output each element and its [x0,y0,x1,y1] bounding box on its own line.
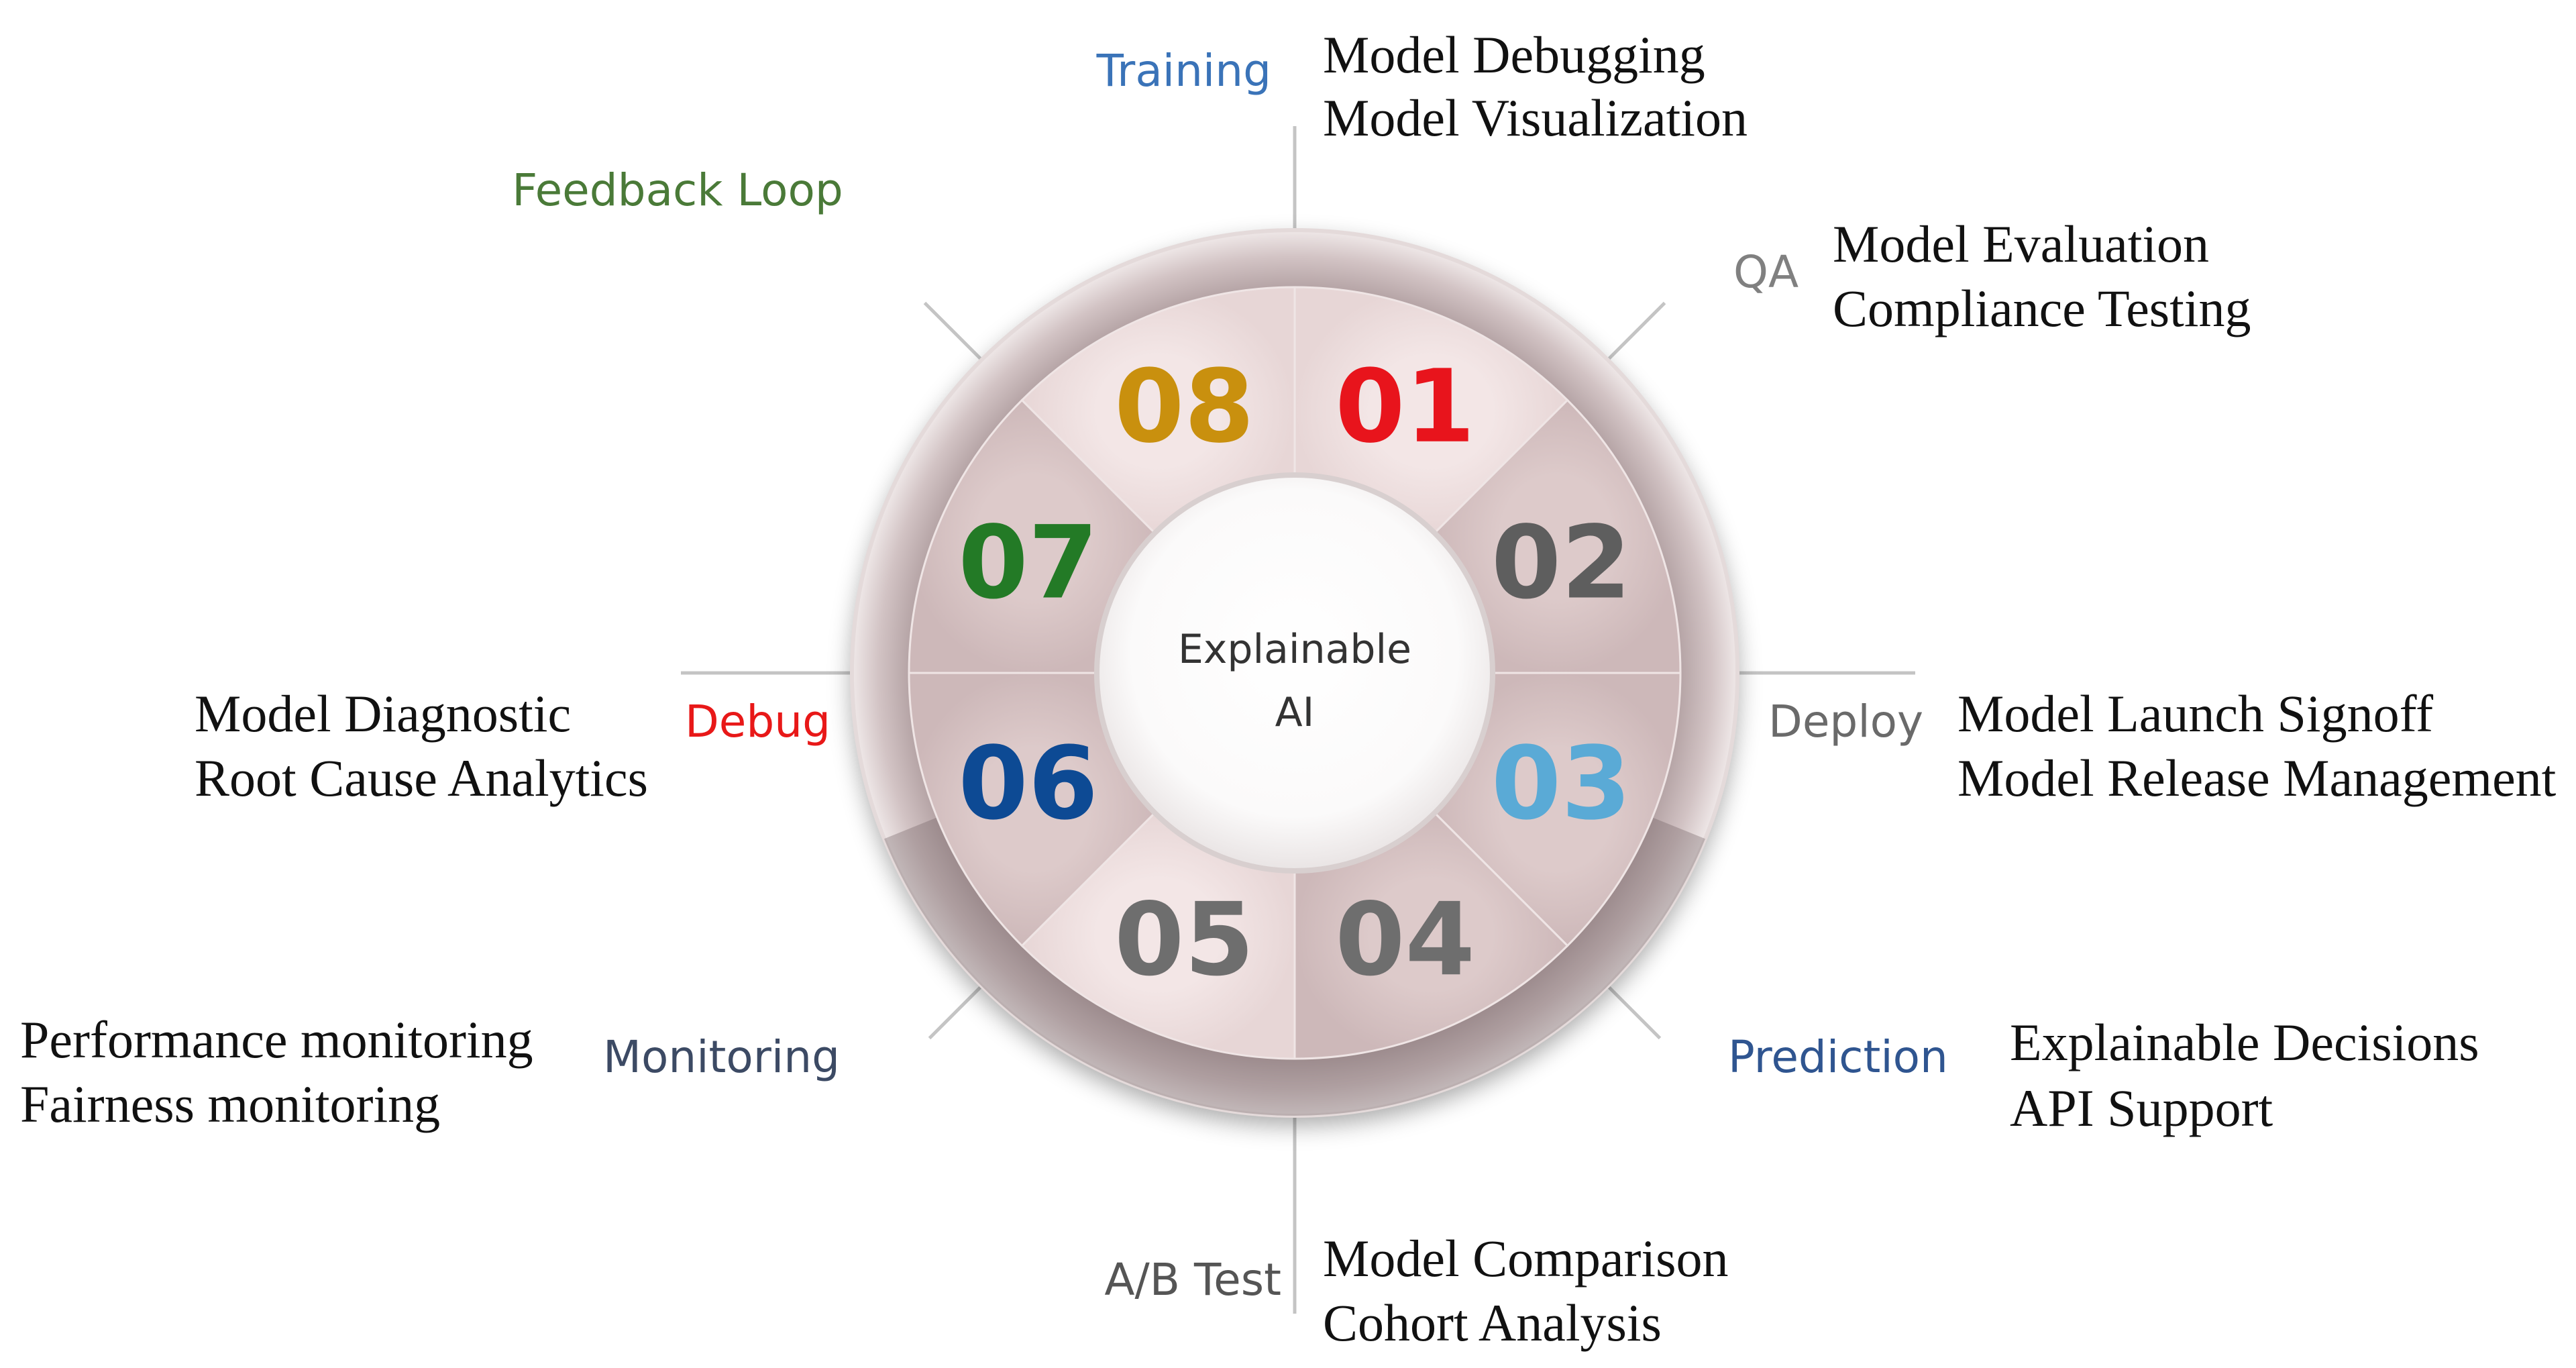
stage-label-prediction: Prediction [1728,1031,1948,1083]
segment-number-05: 05 [1114,882,1254,998]
segment-band [908,286,1682,1060]
stage-label-ab-test: A/B Test [1104,1254,1281,1306]
stage-ab-test: A/B Test Model Comparison Cohort Analysi… [1104,1229,1728,1352]
stage-item-ab-test-2: Cohort Analysis [1323,1294,1662,1352]
segment-number-01: 01 [1335,349,1475,466]
stage-item-training-2: Model Visualization [1323,89,1748,147]
stage-label-deploy: Deploy [1768,696,1923,747]
segment-number-06: 06 [958,726,1098,843]
stage-monitoring: Monitoring Performance monitoring Fairne… [20,1010,840,1133]
stage-item-debug-1: Model Diagnostic [195,684,571,743]
segment-number-03: 03 [1491,726,1631,843]
stage-item-ab-test-1: Model Comparison [1323,1229,1728,1287]
outer-ring-edge [850,228,1739,1118]
stage-debug: Debug Model Diagnostic Root Cause Analyt… [195,684,830,807]
outer-ring-shadow [884,817,1705,1116]
stage-label-qa: QA [1733,246,1799,298]
stage-item-prediction-2: API Support [2010,1079,2273,1137]
stage-item-debug-2: Root Cause Analytics [195,749,648,807]
stage-label-training: Training [1096,45,1271,97]
stage-item-monitoring-2: Fairness monitoring [20,1075,440,1133]
segment-number-07: 07 [958,505,1098,621]
stage-qa: QA Model Evaluation Compliance Testing [1733,215,2251,337]
stage-item-qa-1: Model Evaluation [1833,215,2209,273]
stage-item-deploy-2: Model Release Management [1957,749,2557,807]
stage-item-training-1: Model Debugging [1323,25,1705,84]
stage-prediction: Prediction Explainable Decisions API Sup… [1728,1013,2479,1137]
stage-label-debug: Debug [685,696,830,747]
segment-number-08: 08 [1114,349,1254,466]
stage-training: Training Model Debugging Model Visualiza… [1096,25,1748,147]
stage-item-prediction-1: Explainable Decisions [2010,1013,2479,1071]
stage-item-monitoring-1: Performance monitoring [20,1010,533,1069]
stage-deploy: Deploy Model Launch Signoff Model Releas… [1768,684,2557,807]
stage-feedback-loop: Feedback Loop [512,164,843,216]
stage-label-monitoring: Monitoring [603,1031,840,1083]
segment-number-04: 04 [1335,882,1475,998]
stage-label-feedback-loop: Feedback Loop [512,164,843,216]
stage-item-qa-2: Compliance Testing [1833,279,2251,337]
center-label-line2: AI [1275,689,1315,736]
center-label-line1: Explainable [1178,626,1411,673]
segment-number-02: 02 [1491,505,1631,621]
stage-item-deploy-1: Model Launch Signoff [1957,684,2433,743]
center-disc [1094,472,1495,874]
